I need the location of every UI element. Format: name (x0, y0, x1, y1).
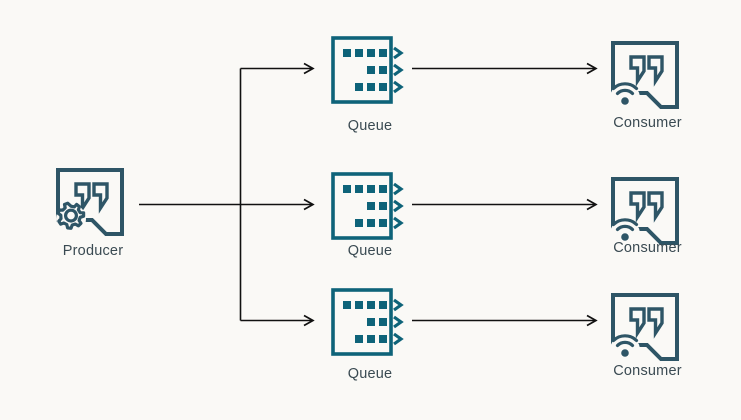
quote-mark-left-icon (629, 55, 646, 87)
quote-mark-left-icon (74, 182, 91, 214)
message-queue-icon (331, 288, 404, 356)
queue-3-node[interactable] (331, 288, 404, 356)
consumer-3-node[interactable] (610, 293, 679, 365)
consumer-1-node[interactable] (610, 41, 679, 113)
speech-bubble-wifi-icon (610, 177, 679, 249)
wifi-icon (610, 334, 640, 365)
queue-1-node[interactable] (331, 36, 404, 104)
quote-mark-left-icon (629, 191, 646, 223)
queue-3-label: Queue (347, 366, 393, 382)
quote-mark-right-icon (647, 191, 664, 223)
speech-bubble-wifi-icon (610, 293, 679, 365)
speech-bubble-wifi-icon (610, 41, 679, 113)
consumer-2-label: Consumer (613, 240, 682, 256)
gear-icon (56, 201, 86, 234)
wifi-icon (610, 218, 640, 249)
producer-label: Producer (62, 243, 124, 259)
quote-mark-right-icon (647, 307, 664, 339)
producer-node[interactable] (56, 168, 124, 236)
consumer-3-label: Consumer (613, 363, 682, 379)
quote-mark-right-icon (92, 182, 109, 214)
queue-2-node[interactable] (331, 172, 404, 240)
consumer-1-label: Consumer (613, 115, 682, 131)
queue-1-label: Queue (347, 118, 393, 134)
consumer-2-node[interactable] (610, 177, 679, 249)
quote-mark-left-icon (629, 307, 646, 339)
message-queue-icon (331, 172, 404, 240)
quote-mark-right-icon (647, 55, 664, 87)
queue-2-label: Queue (347, 243, 393, 259)
connector-layer (139, 69, 596, 321)
message-queue-icon (331, 36, 404, 104)
wifi-icon (610, 82, 640, 113)
